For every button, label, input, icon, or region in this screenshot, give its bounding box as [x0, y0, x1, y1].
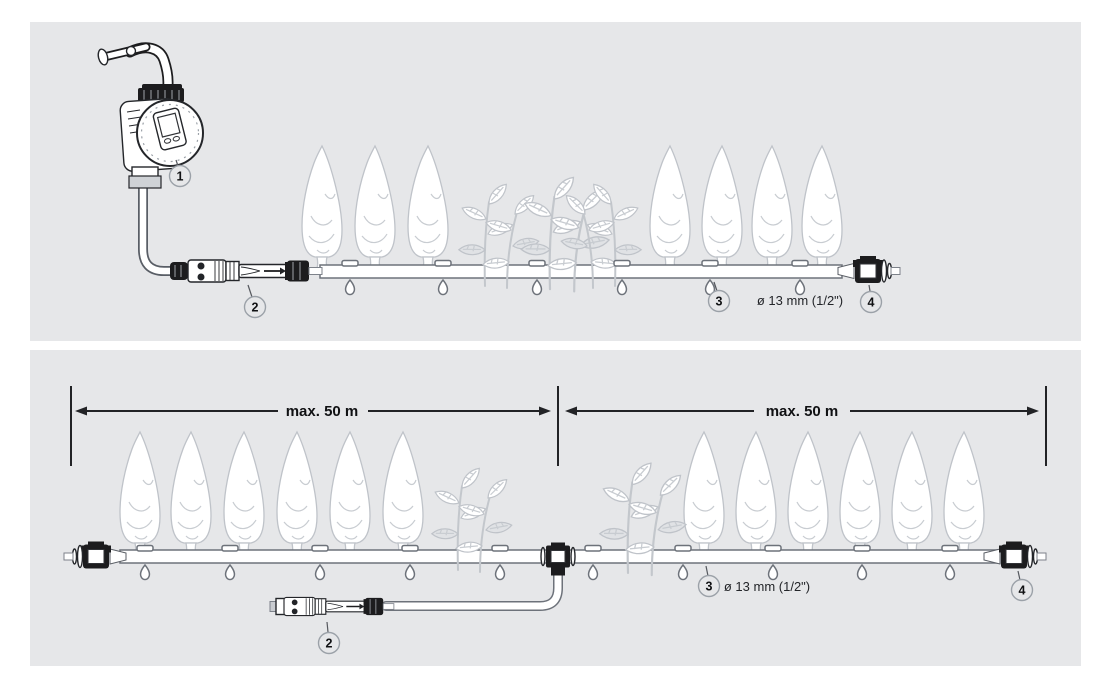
- dimension-annotations: max. 50 m max. 50 m: [70, 386, 1047, 466]
- cypress-tree-icon: [382, 431, 424, 555]
- callout-4-number: 4: [1019, 584, 1026, 598]
- cypress-tree-icon: [119, 431, 161, 555]
- cypress-tree-icon: [943, 431, 985, 555]
- cypress-tree-icon: [301, 145, 343, 269]
- cypress-tree-icon: [751, 145, 793, 269]
- cypress-tree-icon: [787, 431, 829, 555]
- top-diagram-panel: 1 2 3 ø 13 mm (1/2") 4: [30, 22, 1081, 341]
- cypress-tree-icon: [701, 145, 743, 269]
- callout-3-number: 3: [706, 580, 713, 594]
- master-unit-connector-icon: [269, 596, 395, 617]
- tree-row-left: [119, 431, 424, 555]
- dimension-arrow-left: max. 50 m: [75, 403, 551, 420]
- callout-2: 2: [243, 284, 267, 319]
- bottom-diagram-panel: max. 50 m max. 50 m: [30, 350, 1081, 666]
- pipe-diameter-label: ø 13 mm (1/2"): [724, 579, 810, 594]
- end-cap-icon: [63, 540, 127, 570]
- cypress-tree-icon: [839, 431, 881, 555]
- callout-1-number: 1: [177, 170, 184, 184]
- end-cap-icon: [837, 255, 901, 284]
- t-joint-icon: [540, 541, 576, 577]
- cypress-tree-icon: [170, 431, 212, 555]
- cypress-tree-icon: [891, 431, 933, 555]
- timer-display: [152, 107, 187, 151]
- callout-2-number: 2: [252, 301, 259, 315]
- cypress-tree-icon: [329, 431, 371, 555]
- water-timer-icon: [119, 84, 204, 189]
- dimension-label-left: max. 50 m: [286, 403, 359, 420]
- cypress-tree-icon: [223, 431, 265, 555]
- connecting-hose: [138, 188, 174, 276]
- callout-4: 4: [859, 284, 883, 314]
- drip-pipe: [319, 264, 843, 279]
- cypress-tree-icon: [354, 145, 396, 269]
- cypress-tree-icon: [735, 431, 777, 555]
- cypress-tree-icon: [649, 145, 691, 269]
- cypress-tree-icon: [683, 431, 725, 555]
- callout-3-number: 3: [716, 295, 723, 309]
- cypress-tree-icon: [407, 145, 449, 269]
- callout-1: 1: [168, 159, 192, 188]
- callout-3: 3 ø 13 mm (1/2"): [697, 565, 810, 598]
- pipe-diameter-label: ø 13 mm (1/2"): [757, 293, 843, 308]
- cypress-tree-icon: [801, 145, 843, 269]
- callout-2-number: 2: [326, 637, 333, 651]
- end-cap-icon: [983, 540, 1047, 570]
- feed-pipe: [381, 555, 563, 611]
- callout-3: 3 ø 13 mm (1/2"): [707, 281, 843, 313]
- callout-4-number: 4: [868, 296, 875, 310]
- water-tap-icon: [97, 42, 174, 94]
- dimension-arrow-right: max. 50 m: [565, 403, 1039, 420]
- callout-2: 2: [317, 621, 341, 655]
- tree-row-right: [683, 431, 985, 555]
- cypress-tree-icon: [276, 431, 318, 555]
- callout-4: 4: [1010, 570, 1034, 602]
- dimension-label-right: max. 50 m: [766, 403, 839, 420]
- master-unit-connector-icon: [170, 259, 323, 283]
